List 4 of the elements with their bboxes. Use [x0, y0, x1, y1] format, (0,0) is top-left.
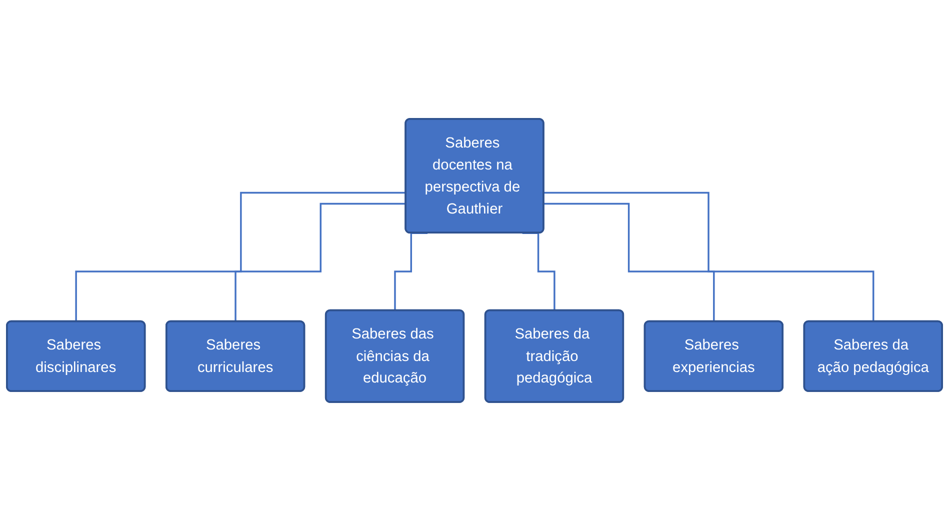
connector [75, 192, 406, 323]
connector [234, 202, 406, 323]
connector [544, 202, 715, 323]
connector [544, 192, 874, 323]
